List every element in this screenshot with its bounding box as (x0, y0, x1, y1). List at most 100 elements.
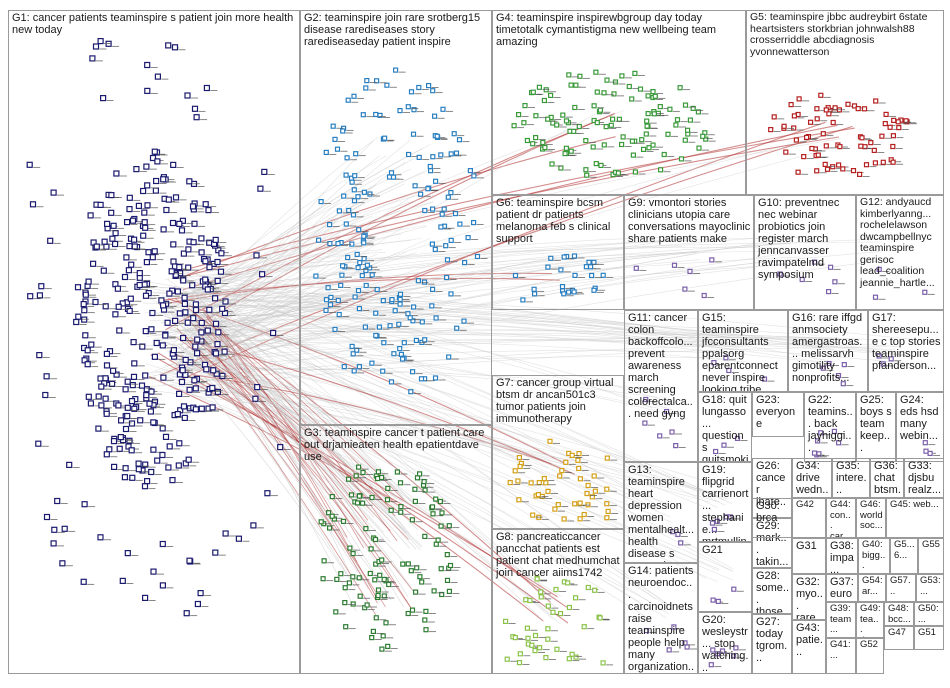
graph-node (682, 640, 688, 646)
graph-node (507, 480, 513, 486)
graph-node (581, 511, 587, 518)
graph-node (710, 647, 716, 653)
group-cell-g53: G53:... (916, 574, 944, 602)
graph-node (340, 518, 347, 525)
graph-node (859, 135, 865, 141)
graph-node (543, 480, 549, 486)
graph-node (545, 116, 551, 122)
graph-node (446, 588, 452, 595)
group-label-g57: G57... (890, 575, 911, 597)
graph-node (841, 362, 847, 368)
graph-edge (181, 250, 787, 293)
graph-node (192, 406, 199, 413)
graph-edge (190, 279, 732, 504)
graph-node (81, 307, 88, 314)
graph-edge (183, 333, 386, 608)
graph-node (573, 82, 579, 88)
graph-node (429, 504, 436, 510)
group-cell-g41: G41: ... (826, 638, 856, 674)
group-label-g5: G5: teaminspire jbbc audreybirt 6state h… (750, 11, 931, 58)
graph-node (471, 173, 477, 179)
graph-node (345, 97, 351, 103)
graph-node (329, 513, 335, 519)
graph-node (338, 282, 344, 288)
graph-node (553, 586, 559, 593)
graph-node (677, 85, 683, 91)
graph-node (872, 294, 879, 300)
group-cell-g52: G52 (856, 638, 884, 674)
graph-node (113, 371, 120, 378)
graph-node (357, 593, 363, 599)
graph-node (503, 618, 509, 625)
graph-node (768, 126, 774, 133)
graph-edge (196, 305, 415, 505)
graph-node (410, 369, 416, 375)
group-label-g31: G31 (796, 540, 817, 552)
graph-node (350, 574, 356, 580)
graph-node (142, 372, 149, 379)
graph-node (585, 584, 591, 591)
graph-node (117, 434, 124, 441)
graph-node (162, 332, 169, 339)
graph-node (277, 444, 284, 451)
graph-node (121, 273, 129, 281)
graph-node (126, 194, 133, 201)
graph-node (571, 289, 577, 295)
graph-node (142, 461, 149, 468)
graph-node (192, 306, 200, 314)
graph-node (103, 220, 111, 227)
graph-node (373, 332, 379, 339)
graph-edge (199, 299, 394, 514)
graph-node (252, 395, 259, 402)
group-label-g13: G13: teaminspire heart depression women … (628, 464, 695, 562)
graph-node (217, 268, 225, 275)
graph-edge (199, 252, 407, 361)
graph-node (323, 149, 329, 155)
graph-node (444, 577, 451, 584)
group-cell-g46: G46: world soc... (856, 498, 886, 538)
graph-node (335, 297, 341, 304)
graph-node (795, 169, 801, 175)
graph-node (682, 286, 688, 292)
graph-node (387, 323, 393, 329)
graph-edge (192, 305, 734, 339)
graph-node (183, 610, 190, 617)
graph-edge (198, 237, 376, 369)
graph-node (682, 137, 688, 143)
graph-node (642, 420, 648, 426)
graph-node (344, 155, 350, 161)
group-label-g47: G47 (888, 627, 906, 638)
graph-edge (193, 233, 402, 307)
graph-node (61, 525, 68, 532)
graph-node (385, 643, 391, 650)
graph-node (861, 106, 868, 112)
graph-node (165, 464, 172, 471)
graph-node (384, 82, 390, 88)
graph-node (640, 146, 647, 152)
graph-node (515, 478, 521, 484)
graph-node (160, 226, 167, 233)
graph-node (219, 305, 226, 312)
group-label-g19: G19: flipgrid carrienort... stephanie...… (702, 464, 749, 542)
group-cell-g8: G8: pancreaticcancer pancchat patients e… (492, 529, 624, 674)
graph-node (165, 196, 172, 203)
graph-node (126, 206, 133, 213)
graph-node (714, 518, 720, 524)
graph-node (373, 310, 379, 316)
graph-node (448, 190, 454, 196)
graph-node (547, 438, 553, 444)
group-label-g16: G16: rare iffgd anmsociety amergastroas.… (792, 312, 866, 384)
graph-edge (189, 258, 573, 336)
graph-node (639, 137, 645, 143)
graph-node (823, 143, 829, 149)
group-label-g38: G38: impa... (830, 540, 857, 574)
graph-node (444, 274, 450, 281)
graph-node (353, 151, 359, 157)
graph-node (818, 92, 824, 98)
graph-node (657, 103, 663, 110)
graph-node (825, 289, 832, 295)
graph-node (674, 117, 681, 123)
graph-node (141, 219, 148, 226)
graph-node (385, 485, 391, 491)
graph-edge (207, 155, 381, 328)
